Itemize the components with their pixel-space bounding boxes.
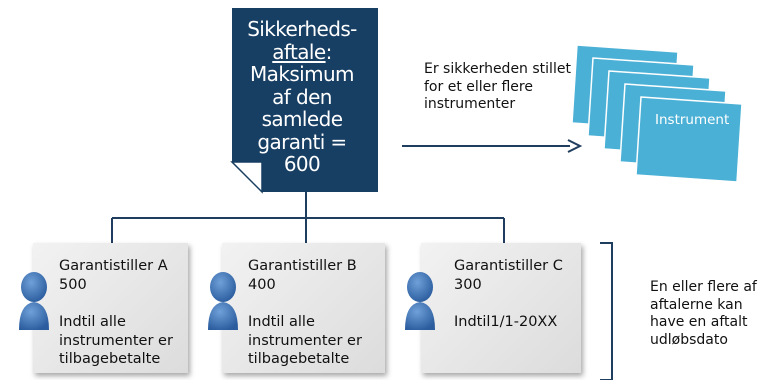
instrument-card xyxy=(635,96,743,183)
person-icon xyxy=(208,272,238,330)
side-note: En eller flere af aftalerne kan have en … xyxy=(650,279,757,348)
guarantor-name: Garantistiller B xyxy=(248,258,357,274)
guarantor-condition: Indtil1/1-20XX xyxy=(454,314,558,330)
bracket xyxy=(600,242,613,380)
guarantor-condition: Indtil alle instrumenter er tilbagebetal… xyxy=(59,314,173,367)
doc-line-3: Maksimum xyxy=(250,62,355,86)
guarantor-amount: 300 xyxy=(454,276,482,293)
instrument-stack xyxy=(571,44,743,183)
doc-line-2: aftale xyxy=(272,39,326,64)
arrow-label: Er sikkerheden stillet for et eller fler… xyxy=(424,61,571,112)
guarantor-name: Garantistiller A xyxy=(59,258,168,274)
guarantor-box-c: Garantistiller C 300 Indtil1/1-20XX xyxy=(421,243,581,373)
tree-connector xyxy=(111,192,505,243)
guarantor-box-a: Garantistiller A 500 Indtil alle instrum… xyxy=(33,243,188,373)
security-agreement-document xyxy=(230,8,378,194)
person-icon xyxy=(405,272,435,330)
doc-line-2-colon: : xyxy=(325,39,333,64)
doc-line-7: 600 xyxy=(283,152,321,176)
guarantor-name: Garantistiller C xyxy=(454,258,563,274)
guarantor-box-b: Garantistiller B 400 Indtil alle instrum… xyxy=(222,243,385,373)
doc-line-4: af den xyxy=(272,84,332,109)
doc-line-1: Sikkerheds- xyxy=(247,17,357,41)
document-text: Sikkerheds- aftale: Maksimum af den saml… xyxy=(236,18,368,176)
person-icon xyxy=(19,272,49,330)
doc-line-5: samlede xyxy=(261,107,343,131)
guarantor-condition: Indtil alle instrumenter er tilbagebetal… xyxy=(248,314,362,367)
guarantor-amount: 500 xyxy=(59,276,87,293)
arrow-to-instruments xyxy=(402,139,583,153)
guarantor-amount: 400 xyxy=(248,276,276,293)
doc-line-6: garanti = xyxy=(257,129,347,154)
instrument-label: Instrument xyxy=(655,112,730,128)
